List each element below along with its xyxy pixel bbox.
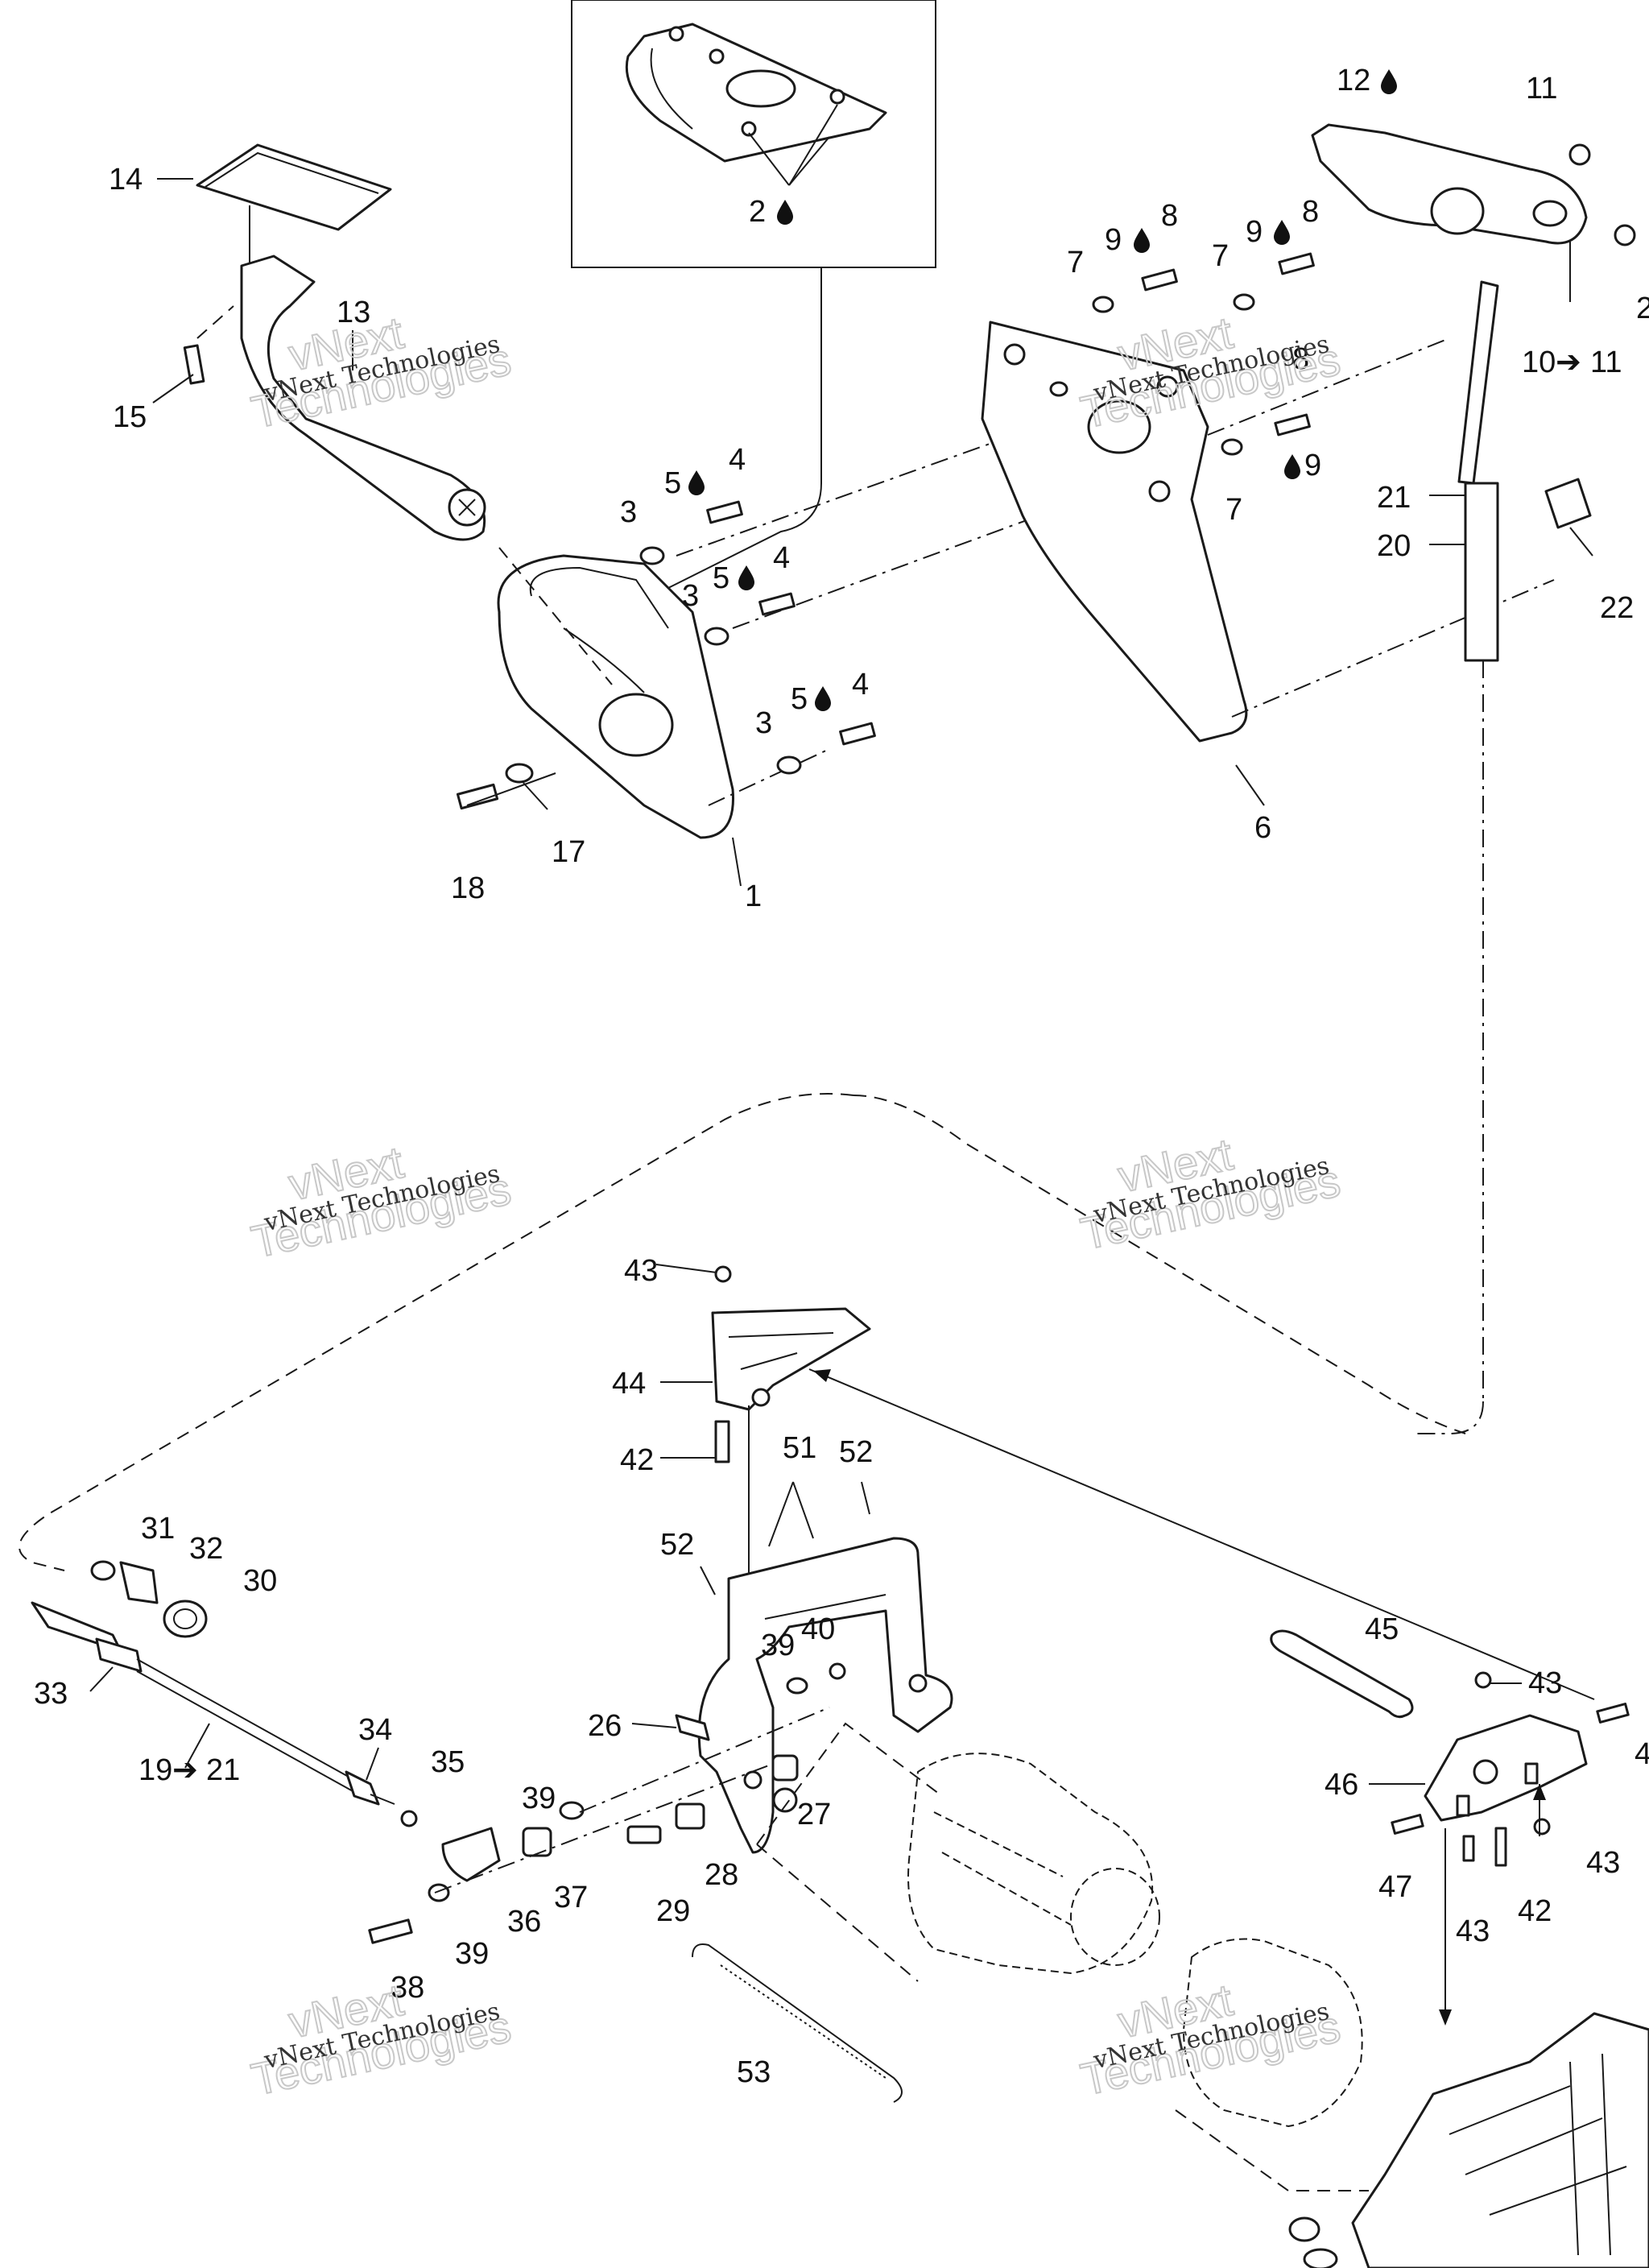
bracket-part-6 (981, 321, 1555, 743)
callout-15: 15 (113, 400, 147, 434)
callout-7b: 7 (1212, 239, 1229, 273)
leader-lines (89, 178, 1593, 1785)
callout-12: 12 (1337, 64, 1370, 97)
callout-arrow-19-21: ➔ (172, 1753, 198, 1787)
callout-42a: 42 (620, 1443, 654, 1477)
callout-52a: 52 (839, 1435, 873, 1469)
callout-44: 44 (612, 1367, 646, 1401)
callout-27: 27 (797, 1798, 831, 1831)
callout-4c: 4 (852, 668, 869, 702)
callout-40: 40 (801, 1612, 835, 1646)
callout-4-edge: 4 (1635, 1737, 1649, 1771)
callout-30: 30 (243, 1564, 277, 1598)
callout-28: 28 (705, 1858, 738, 1892)
callout-51: 51 (783, 1431, 816, 1465)
callout-2: 2 (749, 195, 766, 229)
spring-part-53 (692, 1943, 903, 2103)
callout-34: 34 (358, 1713, 392, 1747)
bracket-part-46 (1391, 1671, 1630, 2026)
pump-housing-left (756, 1722, 1160, 1982)
callout-45: 45 (1365, 1612, 1399, 1646)
small-parts-group (368, 1662, 846, 1944)
route-line-a (19, 1093, 854, 1571)
callout-8b: 8 (1302, 195, 1319, 229)
callout-10: 10 (1522, 346, 1556, 379)
callout-9c: 9 (1304, 449, 1321, 482)
callout-3c: 3 (755, 706, 772, 740)
cable-part-19 (31, 1560, 395, 1806)
callout-4b: 4 (773, 541, 790, 575)
lever-assembly (1311, 123, 1592, 1434)
pump-housing-right (1175, 1938, 1649, 2268)
frame-part-26 (675, 1537, 953, 1854)
callout-3b: 3 (682, 579, 699, 613)
callout-31: 31 (141, 1512, 175, 1546)
callout-21b: 21 (206, 1753, 240, 1787)
callout-1: 1 (745, 879, 762, 913)
callout-9a: 9 (1105, 223, 1122, 257)
callout-20: 20 (1377, 529, 1411, 563)
callout-39c: 39 (455, 1937, 489, 1971)
rod-part-45 (1270, 1629, 1414, 1719)
callout-43b: 43 (1528, 1666, 1562, 1700)
route-line-b (853, 1095, 1466, 1434)
callout-2-edge: 2 (1636, 292, 1649, 325)
callout-46: 46 (1325, 1768, 1358, 1802)
callout-14: 14 (109, 163, 143, 197)
callout-7a: 7 (1067, 246, 1084, 279)
callout-35: 35 (431, 1745, 465, 1779)
callout-6: 6 (1254, 811, 1271, 845)
callout-42b: 42 (1518, 1894, 1552, 1928)
callout-5a: 5 (664, 466, 681, 500)
callout-47: 47 (1378, 1870, 1412, 1904)
callout-22: 22 (1600, 591, 1634, 625)
callout-11a: 11 (1526, 72, 1557, 106)
fasteners-group-b (1092, 143, 1636, 456)
fasteners-group-a (456, 434, 1128, 810)
callout-37: 37 (554, 1881, 588, 1914)
callout-7c: 7 (1225, 493, 1242, 527)
callout-21a: 21 (1377, 481, 1411, 515)
inset-detail (571, 0, 936, 589)
callout-3a: 3 (620, 495, 637, 529)
callout-4a: 4 (729, 443, 746, 477)
callout-8c: 8 (1292, 342, 1309, 376)
callout-38: 38 (391, 1971, 424, 2005)
pedal-assembly (183, 143, 486, 541)
callout-43c: 43 (1456, 1914, 1490, 1948)
callout-29: 29 (656, 1894, 690, 1928)
callout-26: 26 (588, 1709, 622, 1743)
callout-17: 17 (552, 835, 585, 869)
callout-arrow-10-11: ➔ (1556, 346, 1581, 379)
callout-11b: 11 (1590, 346, 1622, 379)
callout-32: 32 (189, 1532, 223, 1566)
callout-53: 53 (737, 2055, 771, 2089)
callout-5b: 5 (713, 561, 729, 595)
callout-39b: 39 (522, 1782, 556, 1815)
callout-18: 18 (451, 871, 485, 905)
callout-33: 33 (34, 1677, 68, 1711)
callout-43a: 43 (624, 1254, 658, 1288)
bracket-part-44 (711, 1265, 1595, 1700)
callout-labels: 14 13 15 2 3 4 5 3 4 5 3 4 5 17 18 1 7 9… (34, 64, 1649, 2089)
callout-43d: 43 (1586, 1846, 1620, 1880)
callout-19: 19 (138, 1753, 172, 1787)
callout-8a: 8 (1161, 199, 1178, 233)
callout-9b: 9 (1246, 215, 1263, 249)
cover-part-1 (497, 547, 830, 839)
callout-13: 13 (337, 296, 370, 329)
callout-52b: 52 (660, 1528, 694, 1562)
callout-5c: 5 (791, 682, 808, 716)
callout-39a: 39 (761, 1629, 795, 1662)
callout-36: 36 (507, 1905, 541, 1939)
